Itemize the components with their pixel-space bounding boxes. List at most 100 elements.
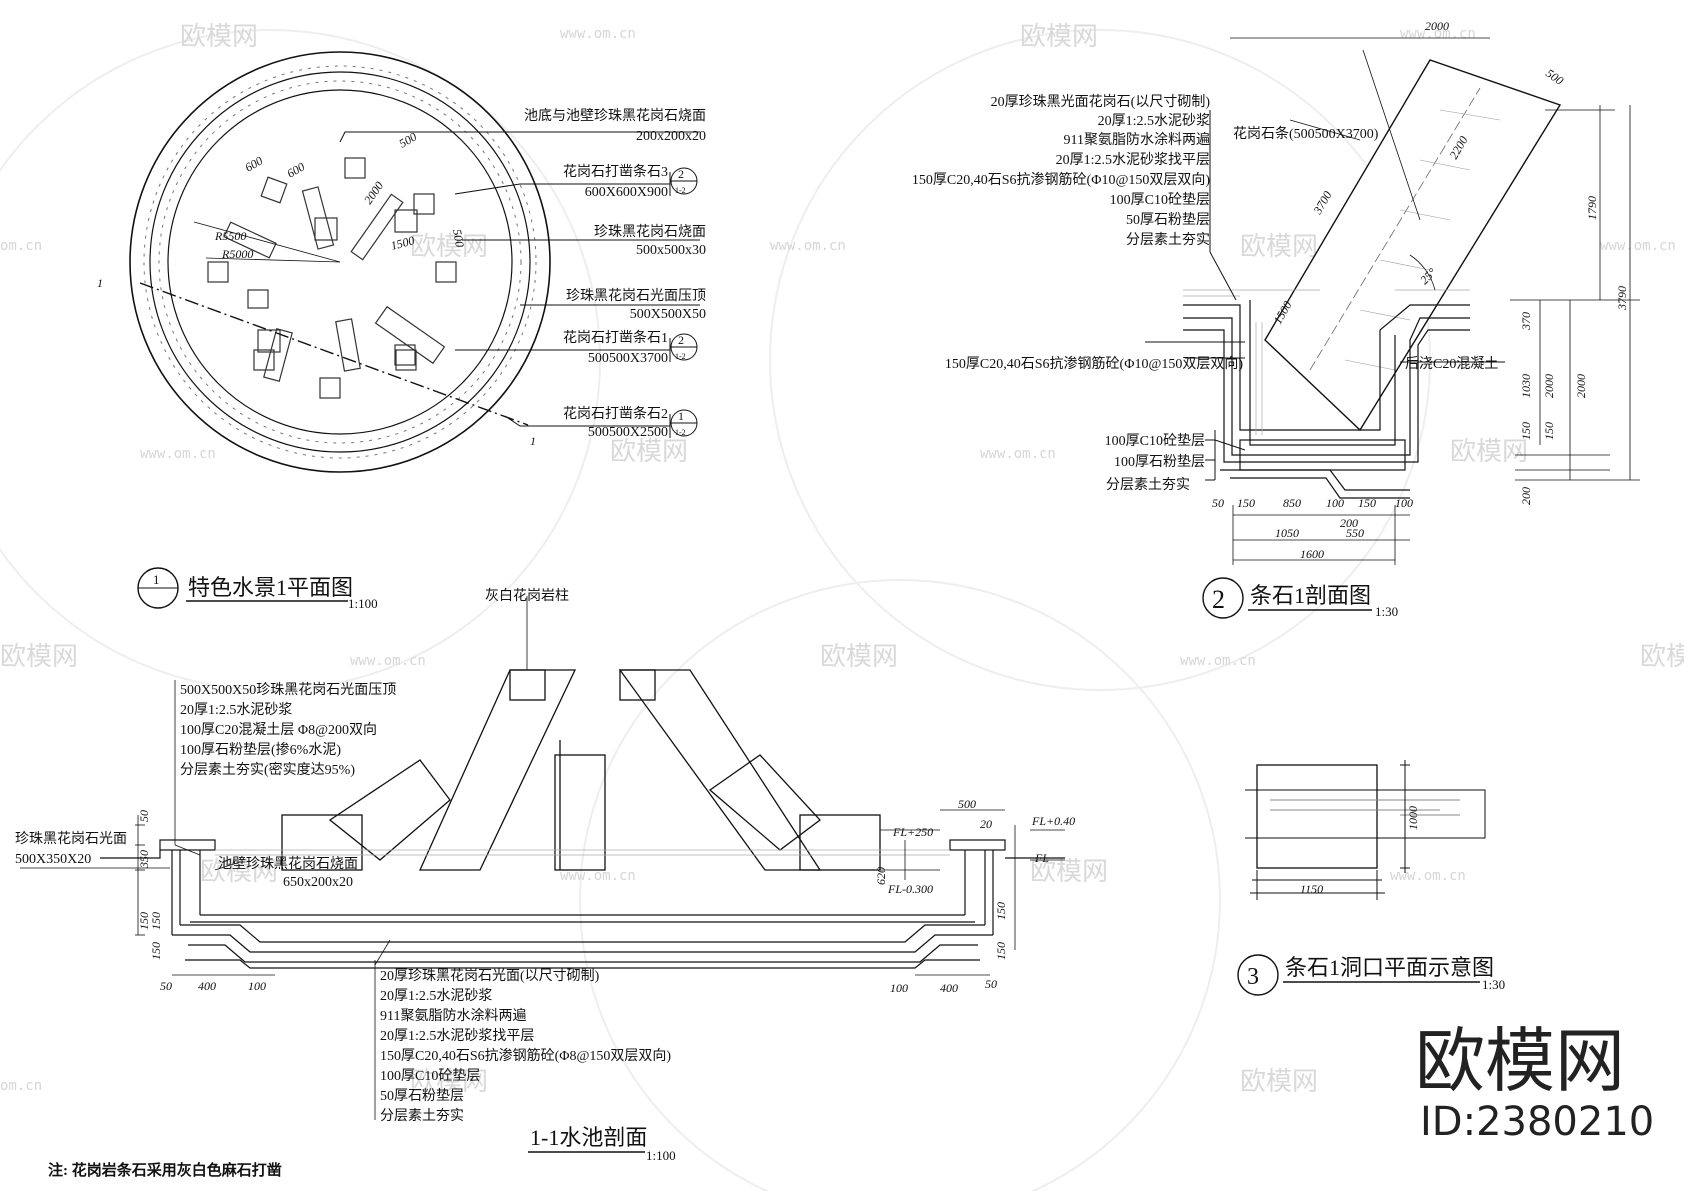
plan-title-block: 1 特色水景1平面图 1:100 (137, 567, 378, 611)
plan-radius-inner: R5000 (221, 247, 253, 261)
detail2-layer: 50厚石粉垫层 (1126, 212, 1210, 228)
section-dim: 620 (874, 867, 888, 885)
section-wall-label: 池壁珍珠黑花岗石烧面 (218, 856, 358, 872)
section-layer-bottom: 100厚C10砼垫层 (380, 1068, 480, 1084)
section-layer-bottom: 20厚1:2.5水泥砂浆找平层 (380, 1028, 534, 1044)
section-dim: 150 (149, 942, 163, 960)
detail2-layer: 分层素土夯实 (1126, 232, 1210, 248)
drawing-note: 注: 花岗岩条石采用灰白色麻石打凿 (48, 1161, 282, 1179)
section-scale: 1:100 (646, 1148, 676, 1163)
watermark-url: www.om.cn (560, 868, 636, 884)
detail3-dim: 1150 (1300, 882, 1323, 896)
watermark-url: www.om.cn (140, 446, 216, 462)
detail-ref-number: 2 (678, 333, 684, 347)
plan-scale: 1:100 (348, 596, 378, 611)
plan-radius-outer: R5500 (214, 229, 246, 243)
plan-callout-label: 珍珠黑花岗石烧面 (594, 224, 706, 240)
watermark-logo: 欧模网 (180, 22, 258, 52)
watermark-url: www.om.cn (350, 653, 426, 669)
section-dim: 500 (958, 797, 976, 811)
detail3-title-block: 3 条石1洞口平面示意图 1:30 (1237, 954, 1505, 996)
detail2-dim: 100 (1395, 496, 1413, 510)
plan-callout-label: 花岗石打凿条石1 (563, 329, 668, 346)
detail2-section: 2000 500 2200 3700 1500 25° 1790 3790 37… (912, 19, 1640, 619)
detail2-layer: 150厚C20,40石S6抗渗钢筋砼(Φ10@150双层双向) (912, 171, 1210, 188)
detail2-layer: 20厚珍珠黑光面花岗石(以尺寸砌制) (991, 94, 1211, 110)
column-label: 灰白花岗岩柱 (485, 588, 569, 604)
detail3-plan: 1000 1150 3 条石1洞口平面示意图 1:30 (1237, 760, 1505, 996)
watermark-url: om.cn (0, 1078, 42, 1094)
level-mark: FL+0.40 (1031, 814, 1075, 828)
model-id: ID:2380210 (1420, 1099, 1654, 1145)
detail2-layer: 分层素土夯实 (1106, 477, 1190, 493)
section-cut-mark: 1 (530, 434, 536, 448)
detail2-dim: 1030 (1519, 374, 1533, 398)
section-wall-spec: 650x200x20 (283, 875, 353, 890)
plan-callout-spec: 500500X3700 (588, 351, 668, 366)
section-dim: 100 (890, 981, 908, 995)
detail-ref-number: 1 (678, 409, 684, 423)
section-dim: 100 (248, 979, 266, 993)
section-layer-bottom: 150厚C20,40石S6抗渗钢筋砼(Φ8@150双层双向) (380, 1047, 671, 1064)
section-dim: 150 (137, 912, 151, 930)
detail3-dim: 1000 (1406, 806, 1420, 830)
detail2-dim: 2000 (1425, 19, 1449, 33)
watermark-logo: 欧模网 (0, 642, 78, 672)
section-dim: 50 (985, 977, 997, 991)
section-layer-top: 20厚1:2.5水泥砂浆 (180, 702, 292, 718)
plan-title: 特色水景1平面图 (188, 575, 353, 600)
section-layer-top: 100厚C20混凝土层 Φ8@200双向 (180, 722, 377, 738)
detail2-dim: 1790 (1585, 196, 1599, 220)
detail2-layer: 100厚C10砼垫层 (1110, 192, 1210, 208)
watermark-layer: 欧模网 欧模网 欧模网 欧模网 欧模网 欧模网 欧模网 欧模网 欧模网 欧模网 … (0, 22, 1684, 1191)
level-mark: FL+250 (892, 825, 933, 839)
watermark-url: www.om.cn (1180, 653, 1256, 669)
detail2-dim: 1050 (1275, 526, 1299, 540)
detail-ref-sheet: 1-2 (675, 352, 686, 361)
watermark-url: www.om.cn (1390, 868, 1466, 884)
plan-dim: 500 (450, 228, 467, 248)
watermark-url: www.om.cn (980, 446, 1056, 462)
detail2-scale: 1:30 (1375, 604, 1398, 619)
section-dim: 400 (940, 981, 958, 995)
section-dim: 400 (198, 979, 216, 993)
pool-section: 灰白花岗岩柱 500X500X50珍珠黑花岗石光面压顶 20厚1:2.5水泥砂浆… (15, 588, 1075, 1163)
watermark-url: www.om.cn (1600, 238, 1676, 254)
detail-ref-sheet: 1-2 (675, 428, 686, 437)
section-layer-bottom: 911聚氨脂防水涂料两遍 (380, 1008, 526, 1024)
watermark-logo: 欧模网 (1020, 22, 1098, 52)
detail2-stone-label: 花岗石条(500500X3700) (1233, 125, 1379, 142)
brand-logo-text: 欧模网 (1415, 1020, 1625, 1102)
detail2-title: 条石1剖面图 (1250, 583, 1371, 608)
section-layer-bottom: 分层素土夯实 (380, 1108, 464, 1124)
plan-callout-label: 池底与池壁珍珠黑花岗石烧面 (524, 108, 706, 124)
detail3-title: 条石1洞口平面示意图 (1285, 955, 1494, 980)
detail2-dim: 150 (1519, 422, 1533, 440)
section-dim: 150 (994, 902, 1008, 920)
detail2-dim: 150 (1358, 496, 1376, 510)
detail2-layer: 100厚C10砼垫层 (1105, 433, 1205, 449)
plan-callout-spec: 500X500X50 (630, 307, 706, 322)
title-mark-number: 2 (1212, 585, 1225, 614)
detail2-dim: 150 (1237, 496, 1255, 510)
watermark-logo: 欧模网 (1450, 437, 1528, 467)
section-layer-top: 分层素土夯实(密实度达95%) (180, 761, 355, 778)
section-layer-bottom: 20厚1:2.5水泥砂浆 (380, 988, 492, 1004)
section-dim: 150 (994, 942, 1008, 960)
detail2-dim: 3790 (1615, 286, 1629, 311)
plan-callout-spec: 200x200x20 (636, 129, 706, 144)
plan-callout-label: 花岗石打凿条石2 (563, 405, 668, 422)
section-left-spec: 500X350X20 (15, 852, 91, 867)
detail2-dim: 200 (1519, 487, 1533, 505)
plan-dim: 1500 (389, 233, 416, 253)
detail2-dim: 1600 (1300, 547, 1324, 561)
watermark-logo: 欧模网 (1030, 857, 1108, 887)
section-layer-bottom: 20厚珍珠黑花岗石光面(以尺寸砌制) (380, 968, 600, 984)
plan-callout-label: 珍珠黑花岗石光面压顶 (566, 288, 706, 304)
detail2-dim: 370 (1519, 312, 1533, 331)
detail2-dim: 2000 (1542, 374, 1556, 398)
level-mark: FL (1034, 851, 1049, 865)
section-title-block: 1-1水池剖面 1:100 (528, 1125, 676, 1163)
plan-view: R5500 R5000 600 600 500 2000 1500 500 1 … (97, 51, 706, 611)
